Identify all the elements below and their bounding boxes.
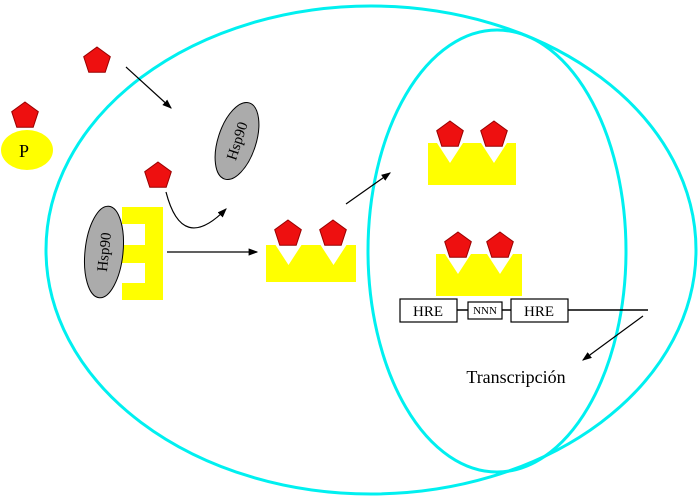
hre-box-right: HRE <box>510 298 569 323</box>
hre-box-left-rect <box>399 298 458 323</box>
nucleus-membrane <box>366 28 628 474</box>
arrow-nuclear-import <box>345 172 391 205</box>
hormone-pentagon-bound <box>444 231 472 258</box>
hsp90-bound-ellipse <box>84 205 124 299</box>
hormone-pentagon-bound <box>319 219 347 246</box>
arrow-hsp90-release <box>165 191 227 229</box>
hormone-pentagon-extracellular <box>11 101 39 128</box>
nnn-spacer-box: NNN <box>467 301 503 320</box>
hormone-pentagon-top <box>83 46 111 73</box>
receptor-cup <box>436 254 480 296</box>
hsp90-free: Hsp90 <box>214 102 260 180</box>
receptor-monomer <box>122 207 163 300</box>
hsp90-bound-label: Hsp90 <box>95 232 115 273</box>
hre-box-left-label: HRE <box>413 304 443 320</box>
hre-box-left: HRE <box>399 298 458 323</box>
arrow-hormone-entry <box>125 66 172 109</box>
hre-box-right-label: HRE <box>524 304 554 320</box>
arrow-transcription <box>582 315 644 361</box>
transcription-label: Transcripción <box>466 367 565 387</box>
nnn-box-label: NNN <box>473 305 497 317</box>
receptor-cup <box>428 143 472 185</box>
cell-membrane <box>44 4 698 496</box>
protein-p-ellipse <box>1 130 53 170</box>
protein-p-label: P <box>19 141 29 161</box>
hre-box-right-rect <box>510 298 569 323</box>
receptor-cup <box>478 254 522 296</box>
receptor-cup <box>266 245 311 282</box>
receptor-dimer-cytoplasm <box>266 219 356 282</box>
receptor-cup <box>311 245 356 282</box>
hormone-pentagon-bound <box>486 231 514 258</box>
hormone-pentagon-bound <box>480 120 508 147</box>
hormone-pentagon-cytoplasm <box>144 161 172 188</box>
hsp90-bound: Hsp90 <box>84 205 124 299</box>
nnn-box-rect <box>467 301 503 320</box>
receptor-dimer-nucleus <box>428 120 516 185</box>
hormone-pentagon-bound <box>436 120 464 147</box>
hsp90-free-ellipse <box>214 102 260 180</box>
hormone-pentagon-bound <box>274 219 302 246</box>
receptor-cup <box>472 143 516 185</box>
receptor-dimer-on-dna <box>436 231 522 296</box>
